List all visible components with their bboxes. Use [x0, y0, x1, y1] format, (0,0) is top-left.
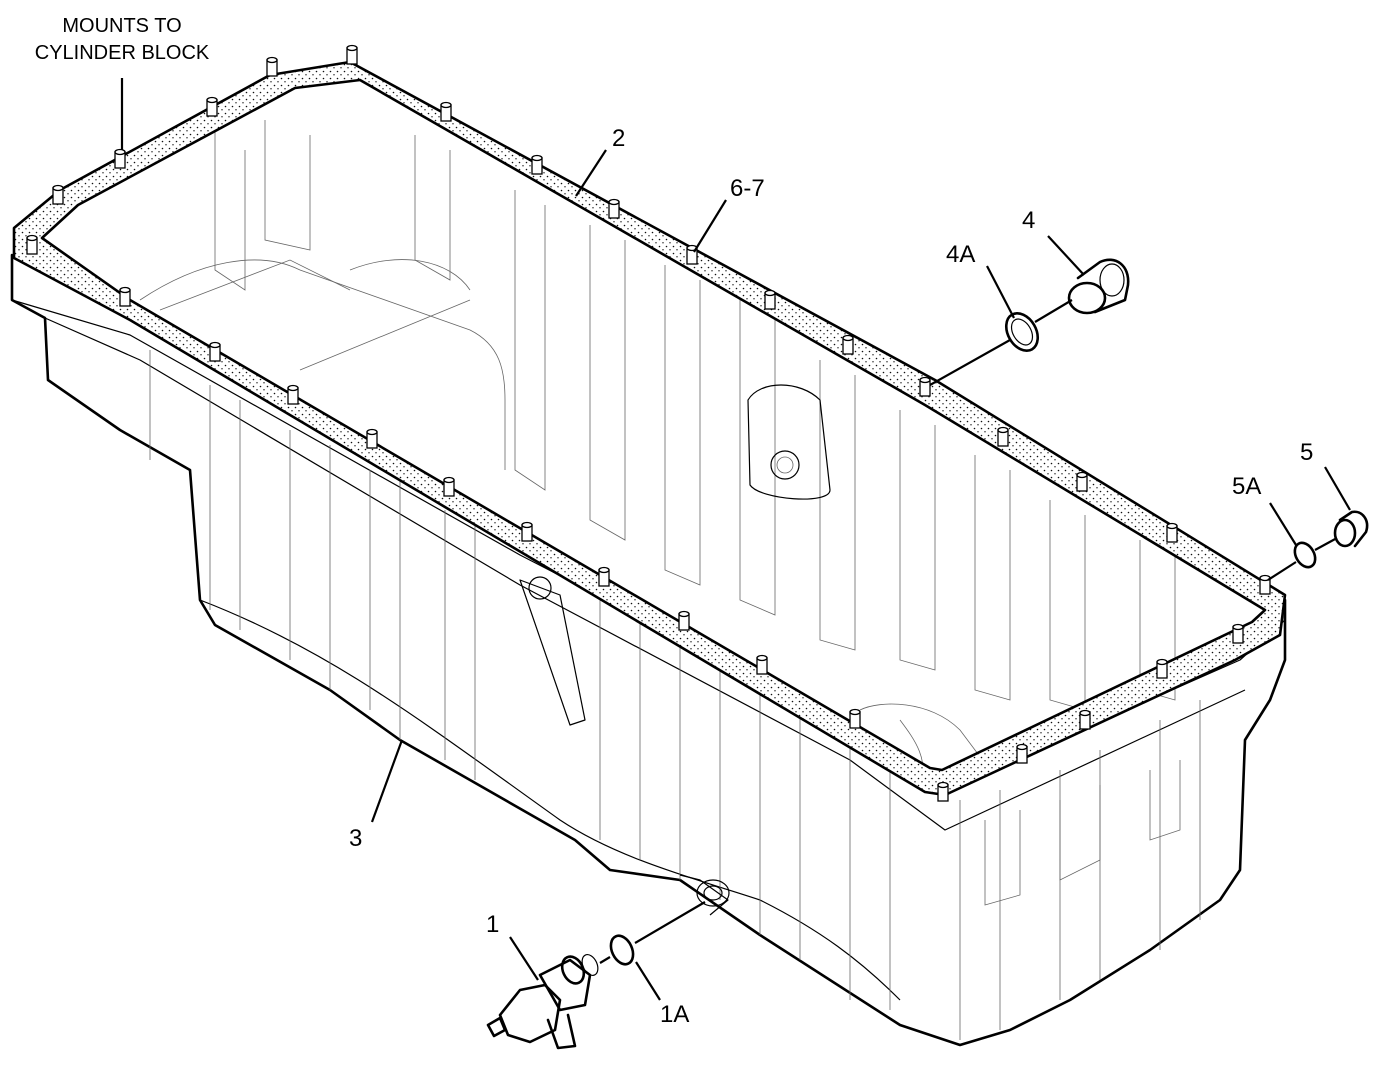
drain-valve-install-line: [599, 901, 706, 964]
callout-4: 4: [1022, 207, 1035, 234]
leader-1: [509, 936, 539, 981]
end-wall-ribs: [959, 700, 1201, 1040]
leader-4: [1047, 235, 1085, 276]
mounts-note-line-1: MOUNTS TO: [62, 15, 181, 37]
mounts-note-line-2: CYLINDER BLOCK: [35, 42, 210, 64]
drain-valve-1: [486, 954, 599, 1050]
oil-pan-outline: [10, 253, 1287, 1047]
studs: [26, 44, 1271, 802]
callout-2: 2: [612, 125, 625, 152]
seal-5a: [1293, 541, 1317, 569]
leader-3: [370, 739, 404, 823]
plug-5: [1333, 510, 1369, 548]
callout-5: 5: [1300, 439, 1313, 466]
plug-4: [1067, 258, 1130, 315]
leader-5a: [1269, 502, 1297, 546]
callout-3: 3: [349, 825, 362, 852]
oil-pan: [10, 120, 1287, 1047]
callout-6-7: 6-7: [730, 175, 765, 202]
front-wall-ribs: [149, 350, 891, 1010]
leader-lines: [120, 78, 1351, 1001]
seal-4a: [1004, 312, 1040, 352]
callout-1a: 1A: [660, 1001, 689, 1028]
gasket: [12, 60, 1287, 797]
side-gusset: [519, 579, 586, 726]
leader-6-7: [693, 199, 727, 253]
lifting-boss: [747, 384, 831, 500]
lifting-boss-hole: [770, 450, 800, 480]
leader-2: [575, 149, 607, 197]
leader-4a: [986, 265, 1015, 319]
callout-4a: 4A: [946, 241, 975, 268]
drain-boss: [679, 874, 730, 916]
seal-1a: [609, 934, 635, 966]
inner-wall-ribs: [214, 120, 1176, 711]
leader-5: [1324, 466, 1351, 511]
plug-5-install-line: [1267, 537, 1338, 581]
callout-5a: 5A: [1232, 473, 1261, 500]
callout-1: 1: [486, 911, 499, 938]
plug-4-install-line: [929, 299, 1073, 386]
leader-1a: [635, 961, 661, 1001]
